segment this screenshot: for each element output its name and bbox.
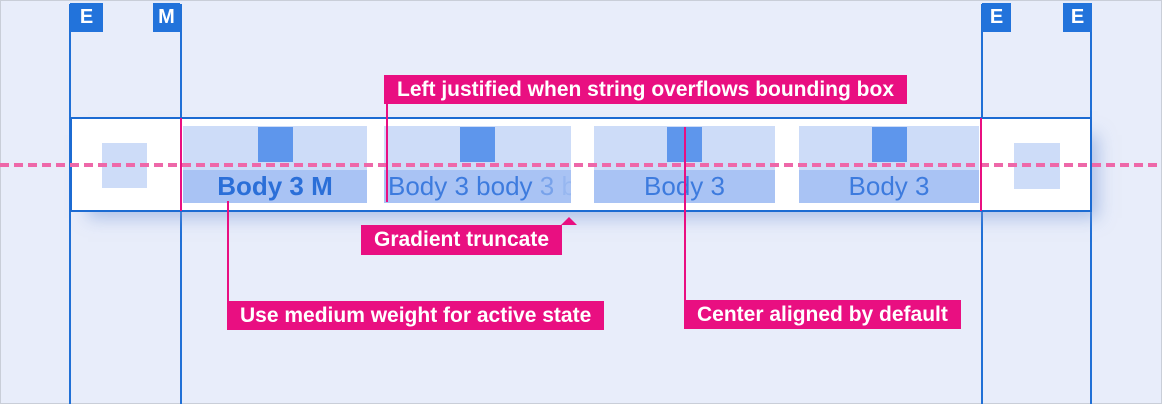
tab-label-segment-faint: b xyxy=(561,171,571,201)
icon-placeholder xyxy=(871,127,907,162)
callout-left-justified: Left justified when string overflows bou… xyxy=(384,75,907,104)
annotation-line-content-end xyxy=(980,118,982,211)
annotation-connector-medium-weight xyxy=(227,201,229,301)
tab-label-truncated: Body 3 body 3 b xyxy=(384,170,571,203)
icon-placeholder xyxy=(257,127,293,162)
spacing-badge-e-right-outer: E xyxy=(1063,3,1092,32)
callout-gradient-truncate: Gradient truncate xyxy=(361,217,577,255)
tab-label-segment-solid: Body 3 body xyxy=(388,171,533,201)
spacing-badge-e-right-inner: E xyxy=(982,3,1011,32)
annotation-line-content-start xyxy=(180,118,182,211)
caret-up-icon xyxy=(561,217,577,225)
tab-item[interactable]: Body 3 xyxy=(799,126,979,203)
spacing-badge-e-left: E xyxy=(70,3,103,32)
tab-label-active: Body 3 M xyxy=(183,170,367,203)
baseline-dashed-line xyxy=(0,163,1162,167)
tab-item-overflow[interactable]: Body 3 body 3 b xyxy=(384,126,571,203)
tab-icon-area xyxy=(183,126,367,170)
tab-label-segment-fading: 3 xyxy=(532,171,555,201)
tab-icon-area xyxy=(799,126,979,170)
icon-placeholder xyxy=(460,127,495,162)
annotation-connector-center-aligned xyxy=(684,127,686,300)
tab-icon-area xyxy=(384,126,571,170)
tab-label: Body 3 xyxy=(799,170,979,203)
annotation-connector-left-justified xyxy=(386,104,388,202)
spacing-badge-m: M xyxy=(153,3,180,32)
callout-center-aligned: Center aligned by default xyxy=(684,300,961,329)
tab-item-active[interactable]: Body 3 M xyxy=(183,126,367,203)
callout-medium-weight: Use medium weight for active state xyxy=(227,301,605,330)
callout-gradient-truncate-text: Gradient truncate xyxy=(374,228,550,251)
